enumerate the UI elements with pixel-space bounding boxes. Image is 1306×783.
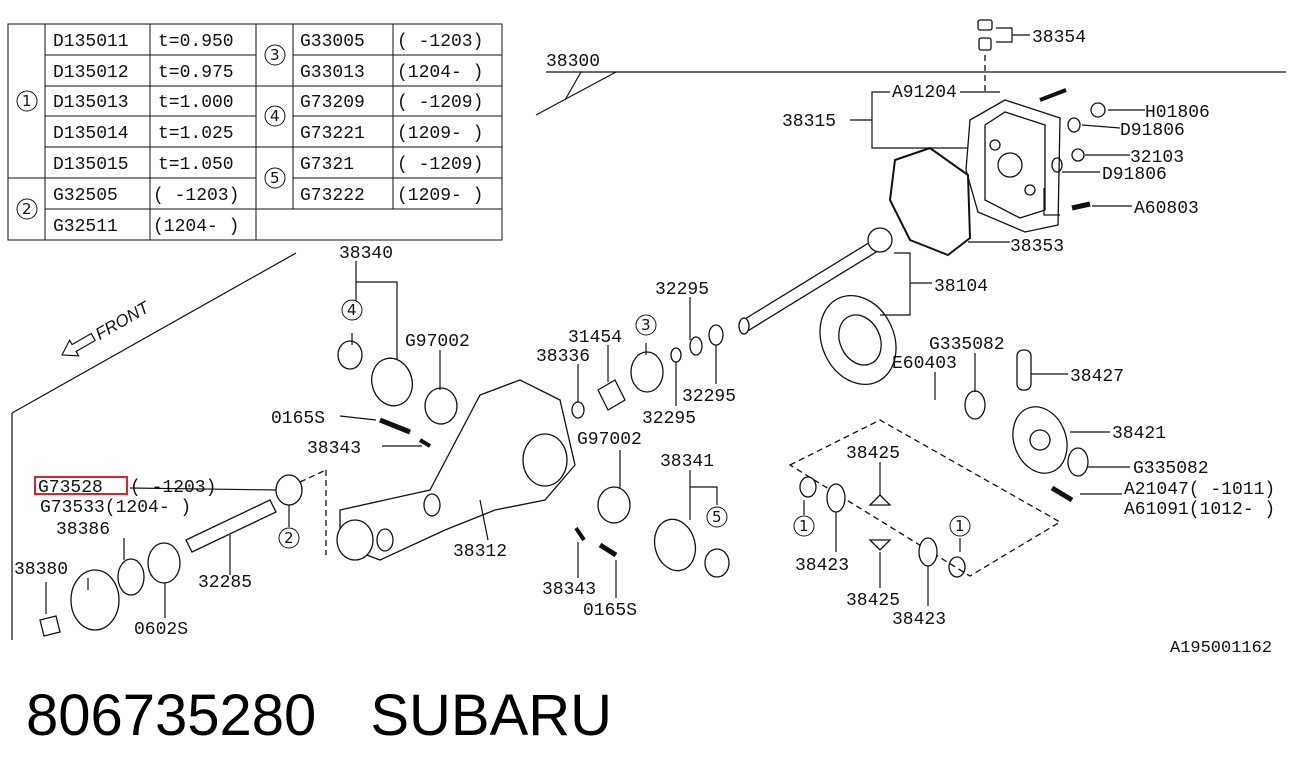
brand-name: SUBARU <box>370 683 613 748</box>
table-cell: D135011 <box>53 32 129 52</box>
frame-lines <box>11 71 1286 640</box>
table-cell: t=1.050 <box>158 155 234 175</box>
label-g73528-range: ( -1203) <box>130 478 216 498</box>
table-cell: G73222 <box>300 186 365 206</box>
table-cell: (1204- ) <box>153 217 239 237</box>
label-38386: 38386 <box>56 520 110 540</box>
table-cell: t=0.950 <box>158 32 234 52</box>
label-38425: 38425 <box>846 591 900 611</box>
marker-1: 1 <box>22 92 32 110</box>
marker-1-art: 1 <box>799 517 809 535</box>
label-h01806: H01806 <box>1145 103 1210 123</box>
part-number: 806735280 <box>26 683 317 748</box>
marker-5: 5 <box>270 169 280 187</box>
label-0165s: 0165S <box>583 601 637 621</box>
label-e60403: E60403 <box>892 354 957 374</box>
label-g97002: G97002 <box>577 430 642 450</box>
label-0165s: 0165S <box>271 409 325 429</box>
label-38340: 38340 <box>339 244 393 264</box>
label-a21047: A21047( -1011) <box>1124 480 1275 500</box>
label-g335082: G335082 <box>929 335 1005 355</box>
label-38423: 38423 <box>795 556 849 576</box>
highlight-box[interactable] <box>34 476 128 495</box>
label-38312: 38312 <box>453 542 507 562</box>
table-cell: (1209- ) <box>397 186 483 206</box>
table-cell: ( -1203) <box>153 186 239 206</box>
table-cell: (1209- ) <box>397 124 483 144</box>
label-38336: 38336 <box>536 347 590 367</box>
marker-2-art: 2 <box>284 529 294 547</box>
label-38300: 38300 <box>546 52 600 72</box>
parts-table <box>7 23 503 241</box>
marker-1-art: 1 <box>955 517 965 535</box>
table-cell: G73221 <box>300 124 365 144</box>
label-32295: 32295 <box>655 280 709 300</box>
parts-art <box>39 19 1106 637</box>
table-cell: G73209 <box>300 93 365 113</box>
table-cell: t=0.975 <box>158 63 234 83</box>
front-arrow: FRONT <box>61 297 154 357</box>
caption: 806735280 SUBARU <box>26 682 612 749</box>
label-38427: 38427 <box>1070 367 1124 387</box>
marker-3-art: 3 <box>641 316 651 334</box>
marker-2: 2 <box>22 200 32 218</box>
marker-3: 3 <box>270 46 280 64</box>
table-markers <box>16 44 286 220</box>
label-32103: 32103 <box>1130 148 1184 168</box>
label-0602s: 0602S <box>134 620 188 640</box>
label-38343: 38343 <box>542 580 596 600</box>
table-text: D135011 t=0.950 D135012 t=0.975 D135013 … <box>53 32 483 237</box>
art-markers <box>278 299 971 549</box>
table-cell: G32511 <box>53 217 118 237</box>
label-38343: 38343 <box>307 439 361 459</box>
diagram-code: A195001162 <box>1170 639 1272 658</box>
table-cell: D135014 <box>53 124 129 144</box>
label-38341: 38341 <box>660 452 714 472</box>
label-38354: 38354 <box>1032 28 1086 48</box>
label-a91204: A91204 <box>892 83 957 103</box>
marker-5-art: 5 <box>712 508 722 526</box>
label-38353: 38353 <box>1010 237 1064 257</box>
table-cell: D135012 <box>53 63 129 83</box>
table-cell: ( -1209) <box>397 155 483 175</box>
label-38423: 38423 <box>892 610 946 630</box>
marker-4: 4 <box>270 107 280 125</box>
label-g73533: G73533(1204- ) <box>40 498 191 518</box>
table-cell: (1204- ) <box>397 63 483 83</box>
label-a60803: A60803 <box>1134 199 1199 219</box>
label-g73528: G73528 <box>38 478 103 498</box>
part-labels[interactable]: 38354 38300 A91204 38315 H01806 D91806 3… <box>14 28 1275 640</box>
leader-lines <box>45 27 1145 618</box>
front-label: FRONT <box>92 297 154 344</box>
label-32285: 32285 <box>198 573 252 593</box>
table-cell: D135015 <box>53 155 129 175</box>
table-cell: G7321 <box>300 155 354 175</box>
table-cell: G33005 <box>300 32 365 52</box>
label-38421: 38421 <box>1112 424 1166 444</box>
table-cell: ( -1203) <box>397 32 483 52</box>
parts-diagram: D135011 t=0.950 D135012 t=0.975 D135013 … <box>7 19 1286 658</box>
label-38380: 38380 <box>14 560 68 580</box>
label-a61091: A61091(1012- ) <box>1124 500 1275 520</box>
label-d91806: D91806 <box>1102 165 1167 185</box>
label-32295: 32295 <box>682 387 736 407</box>
label-32295: 32295 <box>642 409 696 429</box>
label-d91806: D91806 <box>1120 121 1185 141</box>
label-38104: 38104 <box>934 277 988 297</box>
label-38315: 38315 <box>782 112 836 132</box>
label-g335082: G335082 <box>1133 459 1209 479</box>
label-38425: 38425 <box>846 444 900 464</box>
table-cell: D135013 <box>53 93 129 113</box>
table-cell: t=1.000 <box>158 93 234 113</box>
table-cell: G32505 <box>53 186 118 206</box>
label-31454: 31454 <box>568 328 622 348</box>
label-g97002: G97002 <box>405 332 470 352</box>
table-cell: t=1.025 <box>158 124 234 144</box>
table-cell: G33013 <box>300 63 365 83</box>
table-cell: ( -1209) <box>397 93 483 113</box>
marker-4-art: 4 <box>347 301 357 319</box>
